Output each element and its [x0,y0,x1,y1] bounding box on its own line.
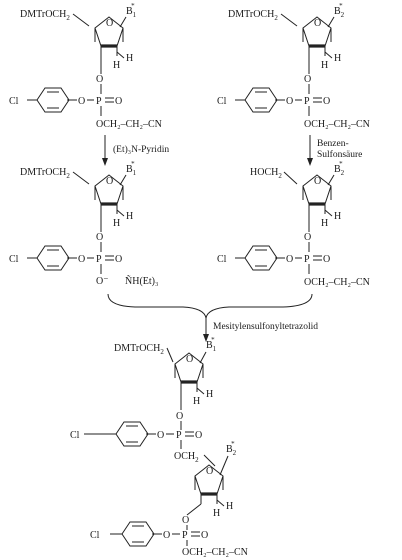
oxygen-label: O [195,430,202,441]
ring-oxygen: O [186,354,193,365]
hydrogen-label: H [321,218,328,229]
oxygen-label: O [304,74,311,85]
phosphate-anion-label: O⁻ [96,276,109,287]
linker-och2-label: OCH2 [174,451,199,464]
molecule-top-left: DMTrOCH2 O B1* H H O P O O Cl OCH₂–CH₂–C… [9,2,162,130]
protecting-group-label: DMTrOCH2 [20,9,70,22]
phosphorus-label: P [96,96,102,107]
reagent-label-coupling: Mesitylensulfonyltetrazolid [213,321,318,332]
oxygen-label: O [323,254,330,265]
molecule-middle-left: DMTrOCH2 O B1* H H O P O O Cl O⁻ ÑH(Et)₃ [9,160,158,287]
reagent-label-triethylamine: (Et)₃N-Pyridin [113,144,169,155]
base-label: B1* [206,336,217,353]
protecting-group-label: DMTrOCH2 [114,343,164,356]
oxygen-label: O [115,254,122,265]
oxygen-label: O [182,515,189,526]
hydrogen-label: H [113,60,120,71]
ring-oxygen: O [206,466,213,477]
hydrogen-label: H [321,60,328,71]
oxygen-label: O [163,530,170,541]
ring-oxygen: O [314,176,321,187]
chloro-label: Cl [70,430,80,441]
protecting-group-label: DMTrOCH2 [20,167,70,180]
hydrogen-label: H [226,501,233,512]
chloro-label: Cl [9,96,19,107]
chloro-label: Cl [217,96,227,107]
oxygen-label: O [286,96,293,107]
hydrogen-label: H [193,396,200,407]
hydrogen-label: H [334,53,341,64]
hydroxy-group-label: HOCH2 [250,167,282,180]
oxygen-label: O [115,96,122,107]
phosphorus-label: P [96,254,102,265]
base-label: B1* [126,160,137,177]
hydrogen-label: H [334,211,341,222]
oxygen-label: O [96,74,103,85]
protecting-group-label: DMTrOCH2 [228,9,278,22]
base-label: B2* [226,440,237,457]
coupling-brace: Mesitylensulfonyltetrazolid [107,293,318,342]
molecule-top-right: DMTrOCH2 O B2* H H O P O O Cl OCH₂–CH₂–C… [217,2,370,130]
phosphorus-label: P [176,430,182,441]
arrow-right-step: Benzen- Sulfonsäure [307,135,362,166]
chloro-label: Cl [9,254,19,265]
oxygen-label: O [78,96,85,107]
hydrogen-label: H [126,53,133,64]
reagent-label-benzenesulfonic-2: Sulfonsäure [317,149,362,160]
phosphorus-label: P [304,254,310,265]
ring-oxygen: O [314,18,321,29]
oxygen-label: O [323,96,330,107]
ammonium-counterion-label: ÑH(Et)₃ [125,275,158,287]
molecule-middle-right: HOCH2 O B2* H H O P O O Cl OCH₂–CH₂–CN [217,160,370,288]
chloro-label: Cl [90,530,100,541]
chloro-label: Cl [217,254,227,265]
oxygen-label: O [304,232,311,243]
molecule-product: DMTrOCH2 O B1* H H O P O O Cl OCH2 O [70,336,248,558]
ring-oxygen: O [106,18,113,29]
phosphorus-label: P [182,530,188,541]
oxygen-label: O [78,254,85,265]
phosphorus-label: P [304,96,310,107]
hydrogen-label: H [126,211,133,222]
oxygen-label: O [201,530,208,541]
reagent-label-benzenesulfonic-1: Benzen- [317,139,349,149]
oxygen-label: O [96,232,103,243]
oxygen-label: O [176,411,183,422]
hydrogen-label: H [113,218,120,229]
oxygen-label: O [157,430,164,441]
base-label: B1* [126,2,137,19]
arrow-left-step: (Et)₃N-Pyridin [102,135,169,166]
base-label: B2* [334,2,345,19]
hydrogen-label: H [213,508,220,519]
cyanoethyl-label: OCH₂–CH₂–CN [96,119,162,130]
cyanoethyl-label: OCH₂–CH₂–CN [304,277,370,288]
ring-oxygen: O [106,176,113,187]
base-label: B2* [334,160,345,177]
oxygen-label: O [286,254,293,265]
cyanoethyl-label: OCH₂–CH₂–CN [182,547,248,558]
cyanoethyl-label: OCH₂–CH₂–CN [304,119,370,130]
hydrogen-label: H [206,389,213,400]
